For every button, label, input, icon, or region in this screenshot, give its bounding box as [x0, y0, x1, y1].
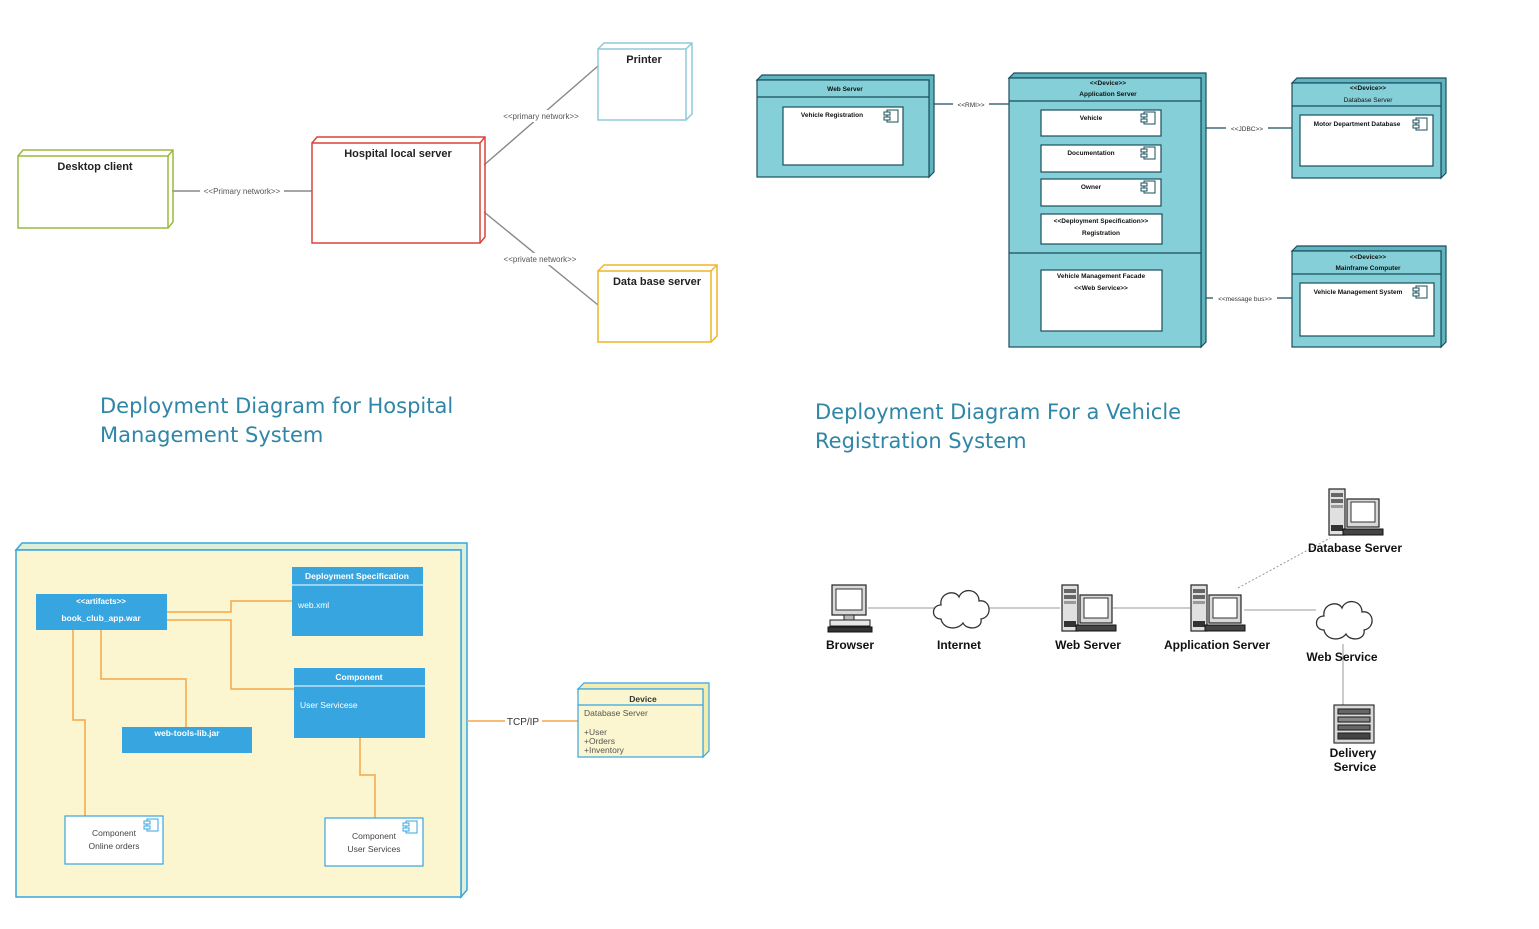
- vehicle-registration-component: Vehicle Registration: [801, 112, 863, 119]
- db-server-stereotype: <<Device>>: [1350, 85, 1386, 92]
- application-server-label: Application Server: [1164, 638, 1270, 652]
- deployment-spec-box[interactable]: [292, 567, 423, 636]
- jdbc-label: <<JDBC>>: [1231, 126, 1263, 133]
- bookclub-diagram: TCP/IP <<artifacts>> book_club_app.war D…: [14, 542, 710, 900]
- device-name: Database Server: [584, 708, 648, 718]
- component-title: Component: [335, 672, 382, 682]
- component-body: User Servicese: [300, 700, 358, 710]
- browser-computer-icon[interactable]: [827, 584, 873, 633]
- online-orders-line1: Component: [92, 828, 137, 838]
- delivery-service-line1: Delivery: [1330, 746, 1377, 760]
- delivery-service-line2: Service: [1334, 760, 1377, 774]
- primary-network-label: <<Primary network>>: [204, 187, 281, 196]
- application-server-icon[interactable]: [1190, 584, 1246, 632]
- hospital-caption-line1: Deployment Diagram for Hospital: [100, 394, 454, 418]
- desktop-client-label: Desktop client: [57, 161, 133, 173]
- motor-db-component: Motor Department Database: [1314, 121, 1401, 128]
- hospital-caption-line2: Management System: [100, 423, 324, 447]
- browser-label: Browser: [826, 638, 874, 652]
- artifact-stereotype: <<artifacts>>: [76, 597, 126, 606]
- internet-label: Internet: [937, 638, 981, 652]
- db-server-title: Database Server: [1344, 97, 1394, 104]
- deployment-spec-title: Deployment Specification: [305, 571, 409, 581]
- delivery-service-rack-icon[interactable]: [1333, 704, 1375, 744]
- component-box[interactable]: [294, 668, 425, 738]
- web-tools-lib-box[interactable]: [122, 727, 252, 753]
- artifact-name: book_club_app.war: [61, 613, 141, 623]
- vehicle-web-server-node[interactable]: [755, 74, 935, 179]
- vehicle-caption-line2: Registration System: [815, 429, 1027, 453]
- web-server-icon[interactable]: [1061, 584, 1117, 632]
- vehicle-web-server-title: Web Server: [827, 86, 863, 93]
- online-orders-line2: Online orders: [88, 841, 139, 851]
- device-node[interactable]: [576, 682, 710, 759]
- mainframe-stereotype: <<Device>>: [1350, 254, 1386, 261]
- device-title: Device: [629, 694, 657, 704]
- facade-stereotype: <<Web Service>>: [1074, 285, 1128, 292]
- deployment-spec-name: Registration: [1082, 230, 1120, 237]
- printer-node[interactable]: [597, 42, 693, 121]
- database-server-net-label: Database Server: [1308, 541, 1402, 555]
- web-server-label: Web Server: [1055, 638, 1121, 652]
- device-item-orders: +Orders: [584, 736, 615, 746]
- user-services-line1: Component: [352, 831, 397, 841]
- rmi-label: <<RMI>>: [957, 102, 984, 109]
- vehicle-management-system-component: Vehicle Management System: [1314, 289, 1403, 296]
- device-item-user: +User: [584, 727, 607, 737]
- desktop-client-node[interactable]: [17, 149, 174, 229]
- database-server-icon[interactable]: [1328, 488, 1384, 536]
- user-services-line2: User Services: [348, 844, 401, 854]
- app-server-stereotype: <<Device>>: [1090, 80, 1126, 87]
- deployment-spec-stereotype: <<Deployment Specification>>: [1054, 218, 1149, 225]
- deployment-spec-body: web.xml: [297, 600, 329, 610]
- vehicle-component: Vehicle: [1080, 115, 1103, 122]
- app-server-title: Application Server: [1079, 91, 1137, 98]
- owner-component: Owner: [1081, 184, 1102, 191]
- primary-network-label-2: <<primary network>>: [503, 112, 579, 121]
- web-service-cloud-icon[interactable]: [1315, 600, 1373, 640]
- mainframe-title: Mainframe Computer: [1335, 265, 1400, 272]
- tcpip-label: TCP/IP: [507, 717, 540, 728]
- mainframe-computer-node[interactable]: [1290, 245, 1447, 349]
- device-item-inventory: +Inventory: [584, 745, 625, 755]
- hospital-diagram: <<Primary network>> <<primary network>> …: [17, 42, 718, 343]
- web-service-label: Web Service: [1306, 650, 1377, 664]
- vehicle-caption-line1: Deployment Diagram For a Vehicle: [815, 400, 1182, 424]
- hospital-local-server-node[interactable]: [311, 136, 486, 244]
- vehicle-caption: Deployment Diagram For a Vehicle Registr…: [815, 398, 1181, 456]
- message-bus-label: <<message bus>>: [1218, 296, 1272, 303]
- facade-name: Vehicle Management Facade: [1057, 273, 1146, 280]
- artifact-box[interactable]: [36, 594, 167, 630]
- hospital-local-server-label: Hospital local server: [344, 148, 452, 160]
- private-network-label: <<private network>>: [504, 255, 577, 264]
- database-server-label: Data base server: [613, 276, 702, 288]
- printer-label: Printer: [626, 54, 662, 66]
- documentation-component: Documentation: [1067, 150, 1114, 157]
- hospital-caption: Deployment Diagram for Hospital Manageme…: [100, 392, 453, 450]
- web-tools-lib-label: web-tools-lib.jar: [153, 728, 220, 738]
- vehicle-diagram: <<RMI>> <<JDBC>> <<message bus>> Web Ser…: [755, 72, 1447, 349]
- internet-cloud-icon[interactable]: [932, 589, 990, 629]
- vehicle-database-server-node[interactable]: [1290, 77, 1447, 180]
- database-server-node[interactable]: [597, 264, 718, 343]
- network-diagram: Browser Internet Web Server Application …: [826, 488, 1402, 774]
- application-server-node[interactable]: [1007, 72, 1207, 349]
